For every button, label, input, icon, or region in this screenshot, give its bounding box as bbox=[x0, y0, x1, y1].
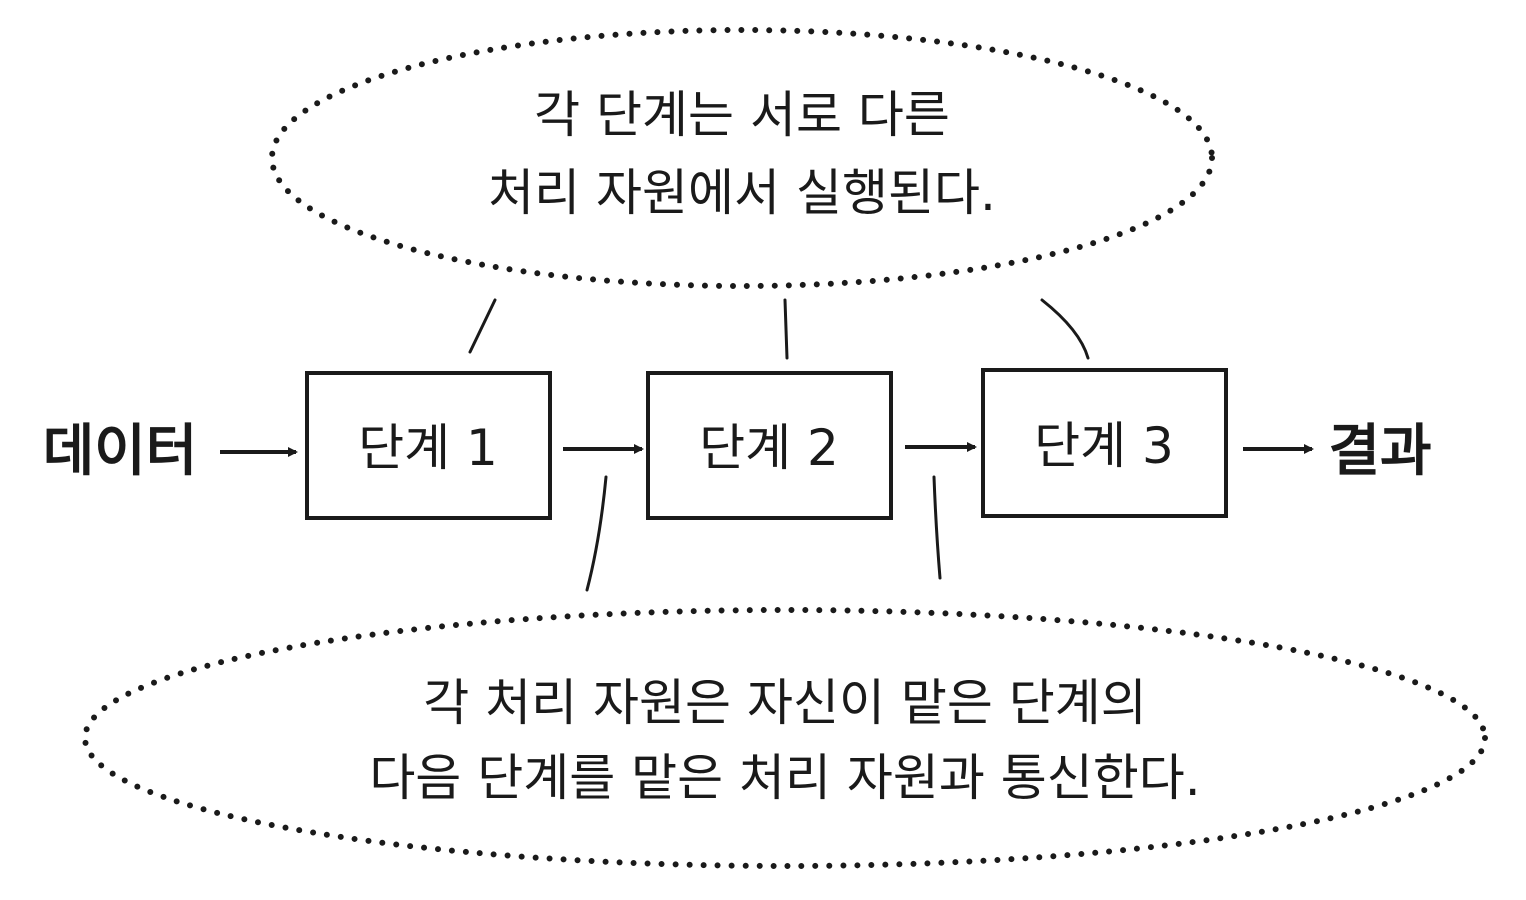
input-label: 데이터 bbox=[43, 419, 198, 484]
connector-line bbox=[932, 475, 942, 580]
bottom-note-line-1: 각 처리 자원은 자신이 맡은 단계의 bbox=[423, 674, 1146, 732]
stage-2-box bbox=[646, 371, 893, 520]
connector-line bbox=[585, 475, 608, 592]
top-note-line-2: 처리 자원에서 실행된다. bbox=[488, 164, 996, 222]
stage-3-label: 단계 3 bbox=[1034, 417, 1174, 475]
top-note-bubble bbox=[269, 27, 1215, 289]
stage-3-box bbox=[981, 368, 1228, 518]
connector-line bbox=[783, 298, 789, 360]
top-note-line-1: 각 단계는 서로 다른 bbox=[534, 86, 950, 144]
output-label: 결과 bbox=[1328, 419, 1431, 484]
stage-1-label: 단계 1 bbox=[358, 419, 498, 477]
bottom-note-line-2: 다음 단계를 맡은 처리 자원과 통신한다. bbox=[369, 749, 1200, 807]
connector-line bbox=[468, 298, 497, 354]
stage-2-label: 단계 2 bbox=[699, 419, 839, 477]
connector-line bbox=[1040, 298, 1090, 360]
stage-1-box bbox=[305, 371, 552, 520]
bottom-note-bubble bbox=[82, 607, 1488, 869]
